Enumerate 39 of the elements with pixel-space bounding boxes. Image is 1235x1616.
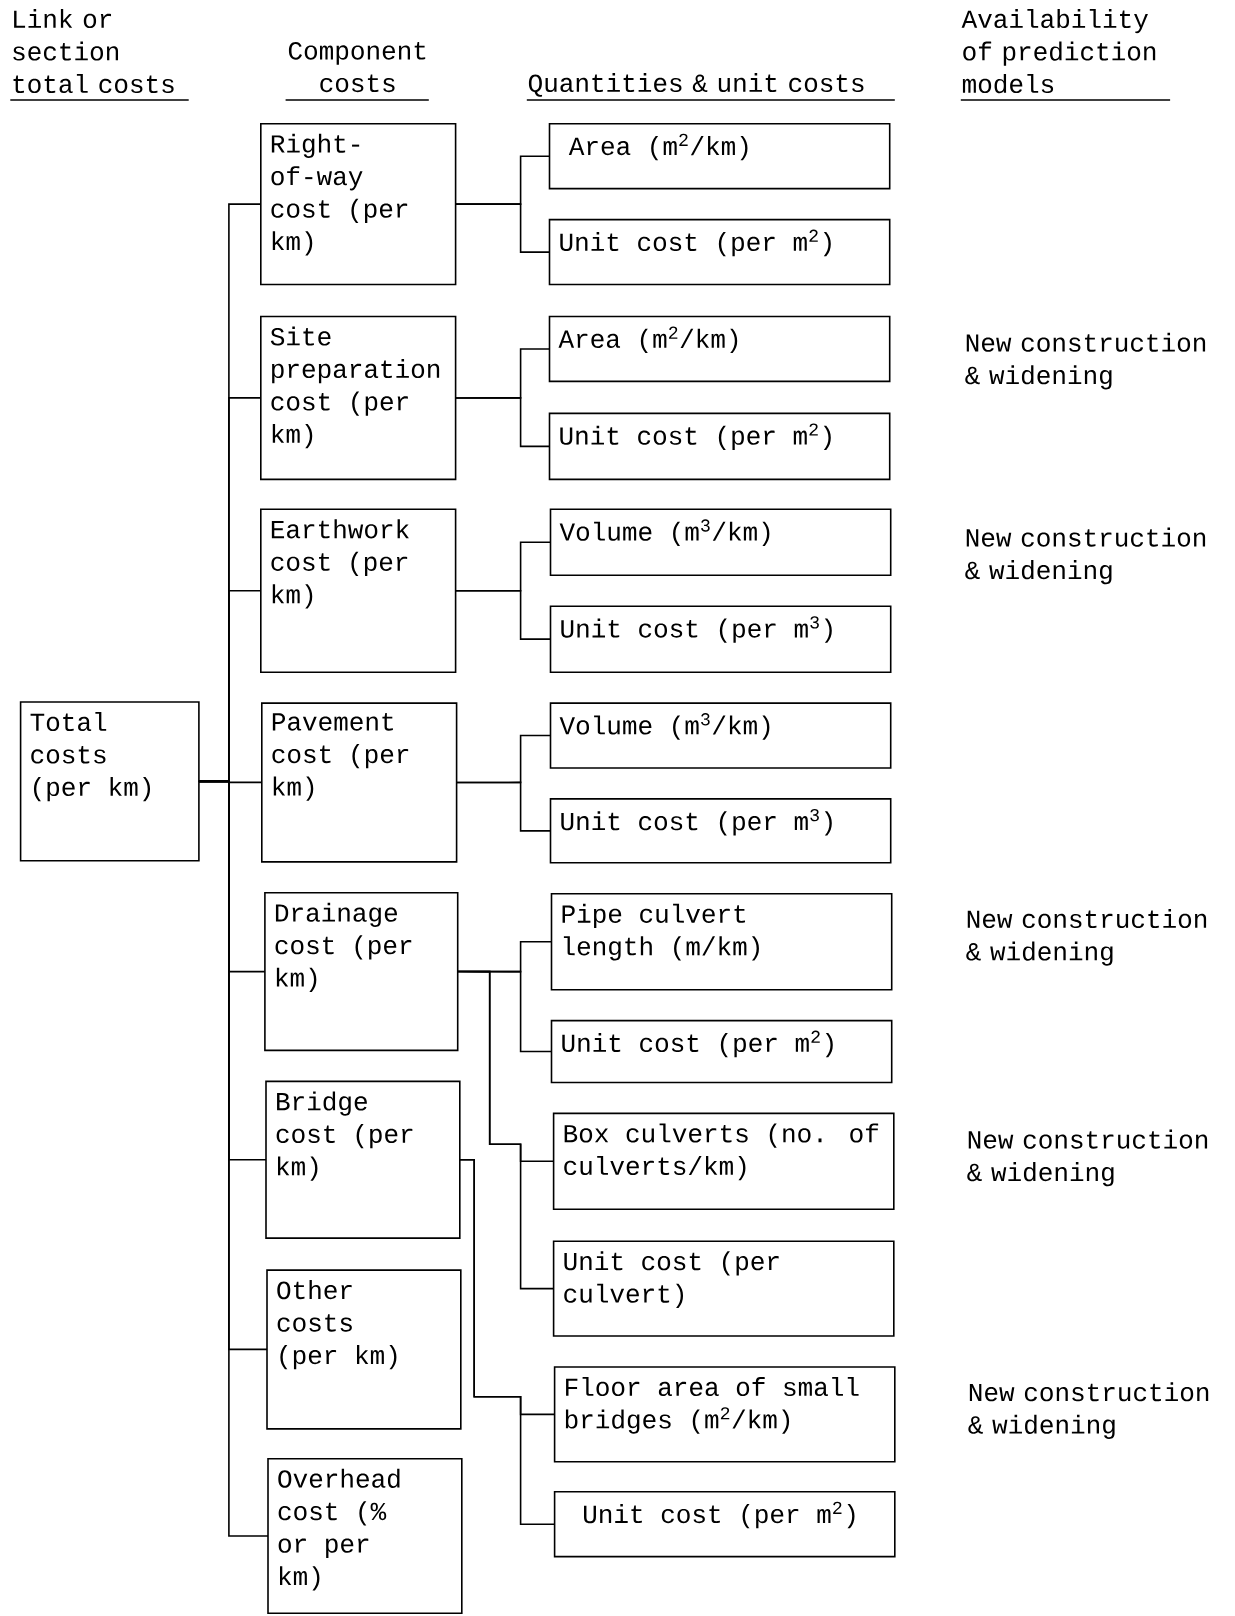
column-heading: Quantities & unit costs xyxy=(526,73,896,101)
cost-box: Unit cost (per culvert) xyxy=(552,1240,895,1337)
cost-box: Volume (m$^{3}$/km) xyxy=(549,702,892,769)
cost-box: Unit cost (per m$^{3}$) xyxy=(549,605,892,673)
availability-note: New construction & widening xyxy=(965,332,1206,390)
cost-box: Unit cost (per m$^{2}$) xyxy=(550,1019,893,1084)
cost-box: Area (m$^{2}$/km) xyxy=(548,315,891,383)
connector-line xyxy=(454,203,551,253)
cost-box: Unit cost (per m$^{2}$) xyxy=(548,412,891,481)
cost-box: Bridge cost (per km) xyxy=(265,1080,461,1239)
cost-box: Unit cost (per m$^{2}$) xyxy=(548,218,891,286)
availability-note: New construction & widening xyxy=(966,909,1207,966)
cost-box: Unit cost (per m$^{2}$) xyxy=(553,1490,896,1558)
column-heading: Availability of prediction models xyxy=(960,9,1171,101)
connector-line xyxy=(456,970,555,1290)
column-heading: Component costs xyxy=(284,42,430,101)
cost-box: Unit cost (per m$^{3}$) xyxy=(549,798,892,864)
availability-note: New construction & widening xyxy=(967,1129,1208,1187)
cost-box: Earthwork cost (per km) xyxy=(260,508,457,673)
cost-box: Floor area of small bridges (m$^{2}$/km) xyxy=(553,1366,896,1463)
cost-box: Total costs (per km) xyxy=(19,701,200,862)
availability-note: New construction & widening xyxy=(968,1382,1209,1439)
availability-note: New construction & widening xyxy=(965,527,1206,585)
cost-box: Overhead cost (% or per km) xyxy=(267,1457,463,1615)
cost-box: Other costs (per km) xyxy=(266,1269,462,1430)
connector-line xyxy=(459,1158,556,1525)
cost-box: Drainage cost (per km) xyxy=(264,891,459,1052)
cost-box: Pavement cost (per km) xyxy=(261,702,458,863)
cost-box: Area (m$^{2}$/km) xyxy=(548,122,891,190)
connector-line xyxy=(455,781,552,832)
connector-line xyxy=(454,397,551,448)
column-heading: Link or section total costs xyxy=(9,9,190,101)
cost-box: Volume (m$^{3}$/km) xyxy=(549,508,892,577)
connector-line xyxy=(198,780,269,1537)
cost-box: Site preparation cost (per km) xyxy=(260,315,457,481)
cost-box: Pipe culvert length (m/km) xyxy=(550,893,893,991)
cost-box: Right-of-way cost (per km) xyxy=(260,122,457,286)
connector-line xyxy=(454,589,552,640)
cost-box: Box culverts (no. of culverts/km) xyxy=(552,1112,895,1211)
